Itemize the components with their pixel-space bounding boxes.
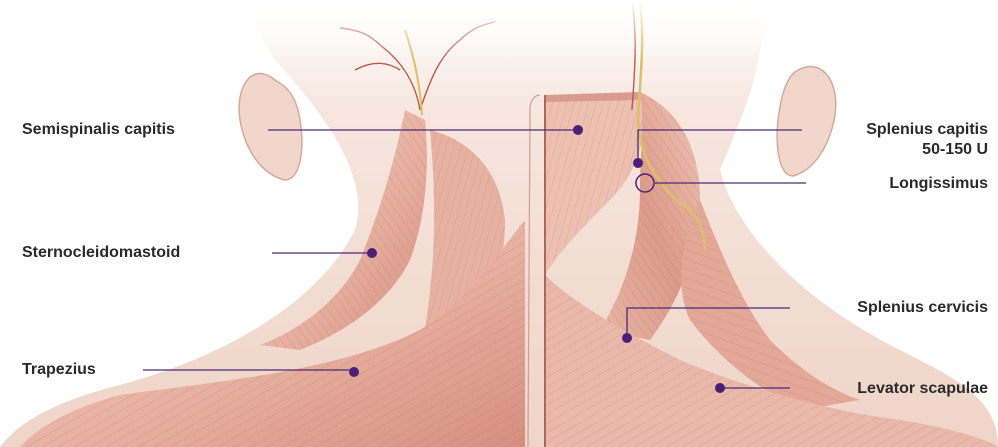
- label-splenius-capitis: Splenius capitis: [866, 120, 988, 139]
- label-levator-scapulae: Levator scapulae: [857, 379, 988, 398]
- label-longissimus: Longissimus: [889, 174, 988, 193]
- right-ear: [777, 67, 836, 176]
- label-splenius-cervicis: Splenius cervicis: [857, 298, 988, 317]
- marker-sternocleidomastoid: [367, 248, 377, 258]
- marker-trapezius: [349, 367, 359, 377]
- label-sternocleidomastoid: Sternocleidomastoid: [22, 243, 180, 262]
- marker-splenius-cervicis: [622, 333, 632, 343]
- left-ear: [239, 74, 302, 180]
- label-splenius-capitis-dose: 50-150 U: [922, 140, 988, 159]
- marker-levator-scapulae: [715, 383, 725, 393]
- label-semispinalis-capitis: Semispinalis capitis: [22, 120, 175, 139]
- marker-splenius-capitis: [633, 158, 643, 168]
- label-trapezius: Trapezius: [22, 360, 96, 379]
- marker-semispinalis-capitis: [573, 125, 583, 135]
